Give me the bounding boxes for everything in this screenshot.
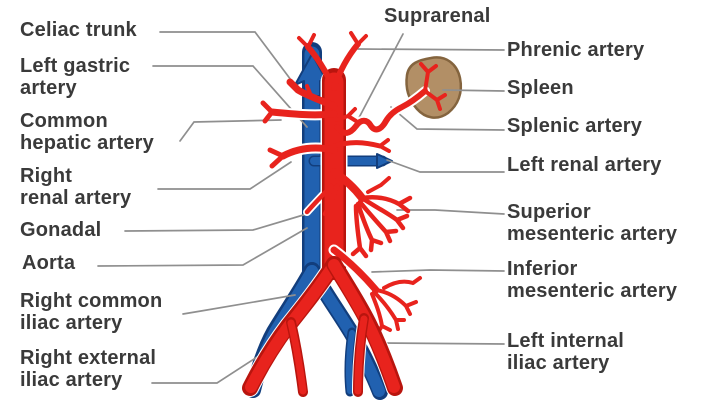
label-phrenic-artery: Phrenic artery [507, 39, 644, 61]
label-left-internal-iliac-artery: Left internal iliac artery [507, 330, 624, 374]
label-text: Left renal artery [507, 154, 662, 176]
label-text: iliac artery [20, 369, 123, 391]
label-text: Superior [507, 201, 591, 223]
label-text: artery [20, 77, 77, 99]
iliac-arteries [242, 256, 403, 397]
label-left-renal-artery: Left renal artery [507, 154, 662, 176]
label-text: Left gastric [20, 55, 131, 77]
label-inferior-mesenteric-artery: Inferior mesenteric artery [507, 258, 677, 302]
label-text: Aorta [22, 252, 76, 274]
label-text: Phrenic artery [507, 39, 645, 61]
abdominal-aorta [241, 31, 447, 398]
label-text: Inferior [507, 258, 578, 280]
spleen-shape [405, 56, 463, 119]
label-text: Right [20, 165, 73, 187]
superior-mesenteric-branches [330, 168, 413, 259]
celiac-branches [260, 78, 338, 124]
label-text: hepatic artery [20, 132, 154, 154]
label-text: mesenteric artery [507, 280, 678, 302]
label-right-common-iliac-artery: Right common iliac artery [20, 290, 162, 334]
label-celiac-trunk: Celiac trunk [20, 19, 137, 41]
label-text: Common [20, 110, 108, 132]
label-text: iliac artery [507, 352, 610, 374]
label-suprarenal: Suprarenal [384, 5, 490, 27]
label-text: renal artery [20, 187, 132, 209]
label-common-hepatic-artery: Common hepatic artery [20, 110, 154, 154]
label-right-renal-artery: Right renal artery [20, 165, 131, 209]
suprarenal-arteries [335, 107, 358, 123]
label-spleen: Spleen [507, 77, 574, 99]
label-text: Right common [20, 290, 163, 312]
label-aorta: Aorta [22, 252, 75, 274]
label-left-gastric-artery: Left gastric artery [20, 55, 130, 99]
label-text: Spleen [507, 77, 574, 99]
label-text: Right external [20, 347, 157, 369]
label-gonadal: Gonadal [20, 219, 101, 241]
label-superior-mesenteric-artery: Superior mesenteric artery [507, 201, 677, 245]
label-text: Gonadal [20, 219, 102, 241]
label-text: iliac artery [20, 312, 123, 334]
label-text: mesenteric artery [507, 223, 678, 245]
leader-lines [97, 31, 505, 384]
label-text: Celiac trunk [20, 19, 137, 41]
label-text: Suprarenal [384, 5, 491, 27]
splenic-artery-vessel [334, 62, 447, 136]
renal-arteries [267, 138, 391, 169]
label-right-external-iliac-artery: Right external iliac artery [20, 347, 156, 391]
gonadal-arteries [304, 183, 340, 217]
label-text: Splenic artery [507, 115, 643, 137]
phrenic-branches [297, 31, 368, 91]
label-text: Left internal [507, 330, 625, 352]
label-splenic-artery: Splenic artery [507, 115, 642, 137]
